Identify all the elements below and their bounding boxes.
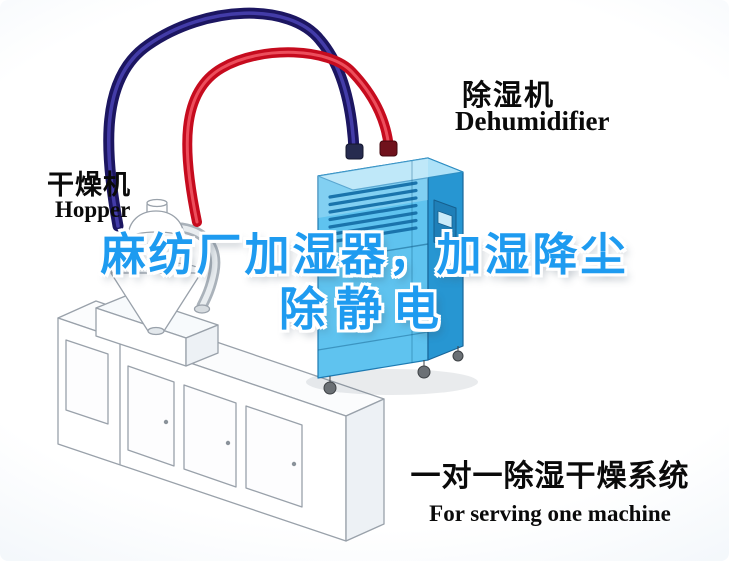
- dehumidifier-wheels: [323, 346, 464, 395]
- dehumidifier-illustration: [306, 157, 478, 395]
- wheel-front-right: [417, 365, 431, 379]
- extruder-panel-small: [65, 339, 109, 425]
- door-handle-1: [163, 419, 169, 425]
- dehumidifier-top-face: [317, 157, 464, 191]
- extruder-door-3: [245, 405, 303, 508]
- pipe-red: [182, 47, 394, 227]
- hose-connector-red: [379, 140, 398, 157]
- caption: 一对一除湿干燥系统 For serving one machine: [404, 451, 696, 527]
- hopper-dome: [127, 210, 185, 239]
- wheel-front-left: [323, 381, 337, 395]
- headline-line1: 麻纺厂加湿器，加湿降尘: [100, 229, 629, 280]
- extruder-side-face: [345, 398, 385, 542]
- extruder-illustration: [57, 294, 385, 542]
- door-handle-2: [225, 440, 231, 446]
- caption-line-en: For serving one machine: [429, 501, 671, 526]
- hopper-duct-inner: [179, 225, 218, 309]
- hopper-cone-outlet: [147, 326, 165, 336]
- caption-line-cn: 一对一除湿干燥系统: [410, 460, 690, 493]
- hopper-illustration: [110, 198, 221, 336]
- pipe-navy: [103, 7, 360, 232]
- dehumidifier-grille: [328, 181, 418, 244]
- extruder-door-1: [127, 365, 175, 467]
- hopper-label-en: Hopper: [55, 197, 131, 222]
- dehumidifier-label-en: Dehumidifier: [455, 106, 610, 136]
- pipe-red-highlight: [185, 50, 391, 224]
- pipe-navy-highlight: [106, 11, 356, 228]
- hose-connector-navy: [345, 143, 364, 160]
- dehumidifier-label-cn: 除湿机: [462, 80, 556, 112]
- hopper-duct-flange: [193, 304, 211, 314]
- dehumidifier-shadow: [306, 369, 478, 395]
- hopper-cylinder-rim: [129, 231, 184, 245]
- headline-line2: 除静电: [279, 283, 450, 335]
- headline: 麻纺厂加湿器，加湿降尘 除静电: [0, 228, 729, 336]
- hopper-platform-side: [185, 324, 219, 367]
- hopper-top-cap-lid: [146, 198, 168, 208]
- door-handle-3: [291, 461, 297, 467]
- dehumidifier-display: [437, 210, 453, 229]
- dehumidifier-seam-mid: [317, 243, 429, 263]
- hopper-label-cn: 干燥机: [47, 170, 131, 200]
- wheel-back-right: [452, 350, 464, 362]
- extruder-door-2: [183, 384, 237, 488]
- dehumidifier-seam-low: [317, 331, 429, 351]
